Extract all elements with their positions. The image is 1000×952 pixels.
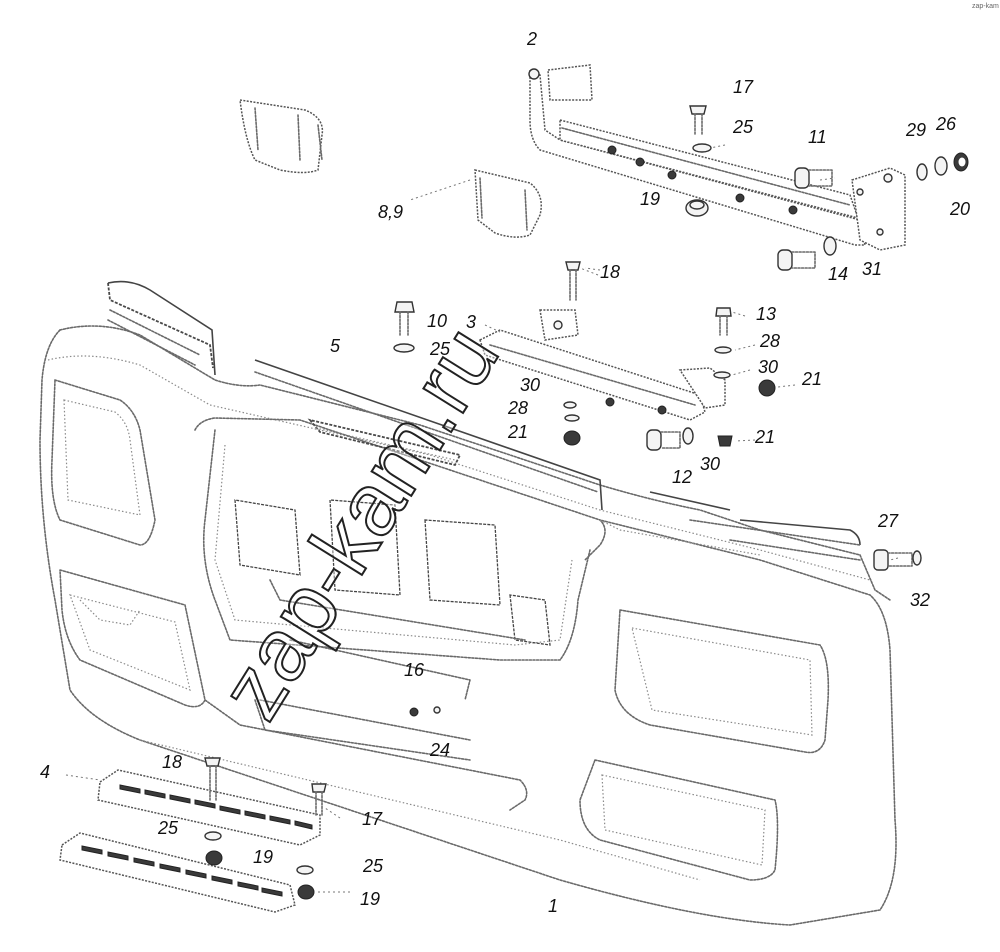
callout-24: 24	[429, 740, 450, 760]
callout-28-left: 28	[507, 398, 528, 418]
callout-30: 30	[758, 357, 778, 377]
corner-mark: zap-kam	[972, 3, 999, 10]
callout-31: 31	[862, 259, 882, 279]
callout-4: 4	[40, 762, 50, 782]
callout-13: 13	[756, 304, 776, 324]
callout-18: 18	[600, 262, 620, 282]
callout-17-lower: 17	[362, 809, 383, 829]
callout-32: 32	[910, 590, 930, 610]
callout-20: 20	[949, 199, 970, 219]
callout-14: 14	[828, 264, 848, 284]
callout-19-bottom: 19	[360, 889, 380, 909]
callout-21-right: 21	[801, 369, 822, 389]
callout-25-bottom: 25	[362, 856, 384, 876]
callout-30-left: 30	[520, 375, 540, 395]
callout-29: 29	[905, 120, 926, 140]
callout-5: 5	[330, 336, 341, 356]
middle-bracket-assembly	[393, 261, 776, 451]
callout-19-lower: 19	[253, 847, 273, 867]
callout-18-lower: 18	[162, 752, 182, 772]
upper-fasteners	[685, 105, 969, 271]
callout-27: 27	[877, 511, 899, 531]
leader-lines	[65, 144, 899, 893]
callout-2: 2	[526, 29, 537, 49]
callout-21-left: 21	[507, 422, 528, 442]
callout-25-mid: 25	[429, 339, 451, 359]
callout-3: 3	[466, 312, 476, 332]
callout-12: 12	[672, 467, 692, 487]
callout-10: 10	[427, 311, 447, 331]
callout-30-lower: 30	[700, 454, 720, 474]
callout-25-lower: 25	[157, 818, 179, 838]
callout-17: 17	[733, 77, 754, 97]
callout-labels: 2 17 25 11 29 26 20 19 8,9 14 31 18 10 3…	[40, 29, 970, 916]
right-side-bolt	[873, 549, 922, 571]
callout-21-lower: 21	[754, 427, 775, 447]
bottom-grilles	[59, 757, 327, 913]
callout-26: 26	[935, 114, 957, 134]
top-trim-strip	[107, 280, 861, 561]
callout-11: 11	[808, 127, 827, 147]
corner-caps	[239, 99, 542, 238]
watermark: zap-kam.ru	[199, 308, 518, 736]
callout-19: 19	[640, 189, 660, 209]
bumper-body	[39, 325, 897, 926]
callout-1: 1	[548, 896, 558, 916]
grille-slats	[81, 784, 313, 897]
watermark-text: zap-kam.ru	[200, 309, 517, 735]
callout-25: 25	[732, 117, 754, 137]
upper-bracket-assembly	[528, 64, 906, 251]
callout-8-9: 8,9	[378, 202, 403, 222]
callout-16: 16	[404, 660, 425, 680]
callout-28: 28	[759, 331, 780, 351]
lower-bracket	[254, 639, 471, 761]
